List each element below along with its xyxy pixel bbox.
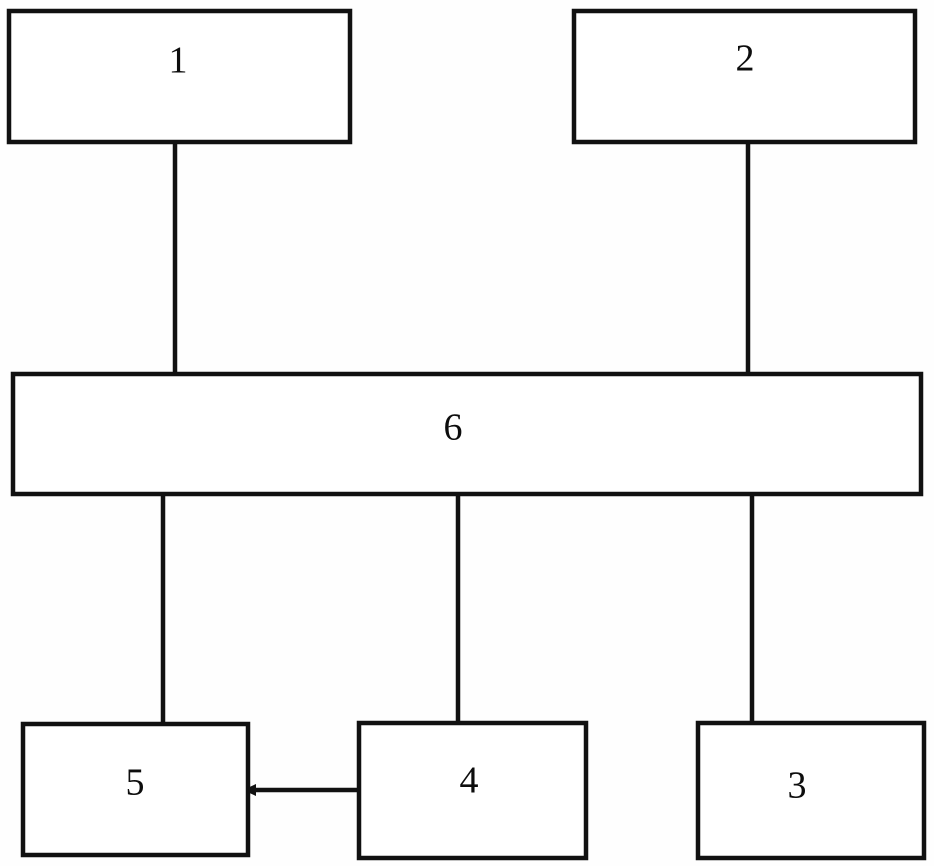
- block-6-rect: [10, 371, 924, 497]
- block-1-rect: [6, 8, 353, 145]
- block-2[interactable]: 2: [571, 8, 918, 145]
- block-2-rect: [571, 8, 918, 145]
- block-3[interactable]: 3: [695, 720, 927, 861]
- block-6[interactable]: 6: [10, 371, 924, 497]
- block-1-label: 1: [169, 40, 188, 82]
- block-4-label: 4: [460, 760, 479, 802]
- block-2-label: 2: [736, 38, 755, 80]
- block-5-label: 5: [126, 762, 145, 804]
- block-group: 1 2 6 5 4 3: [6, 8, 927, 861]
- block-4[interactable]: 4: [356, 720, 589, 861]
- connector-group: [160, 142, 755, 796]
- block-5[interactable]: 5: [20, 721, 251, 858]
- block-4-rect: [356, 720, 589, 861]
- block-3-label: 3: [788, 765, 807, 807]
- block-3-rect: [695, 720, 927, 861]
- block-1[interactable]: 1: [6, 8, 353, 145]
- block-5-rect: [20, 721, 251, 858]
- block-6-label: 6: [444, 407, 463, 449]
